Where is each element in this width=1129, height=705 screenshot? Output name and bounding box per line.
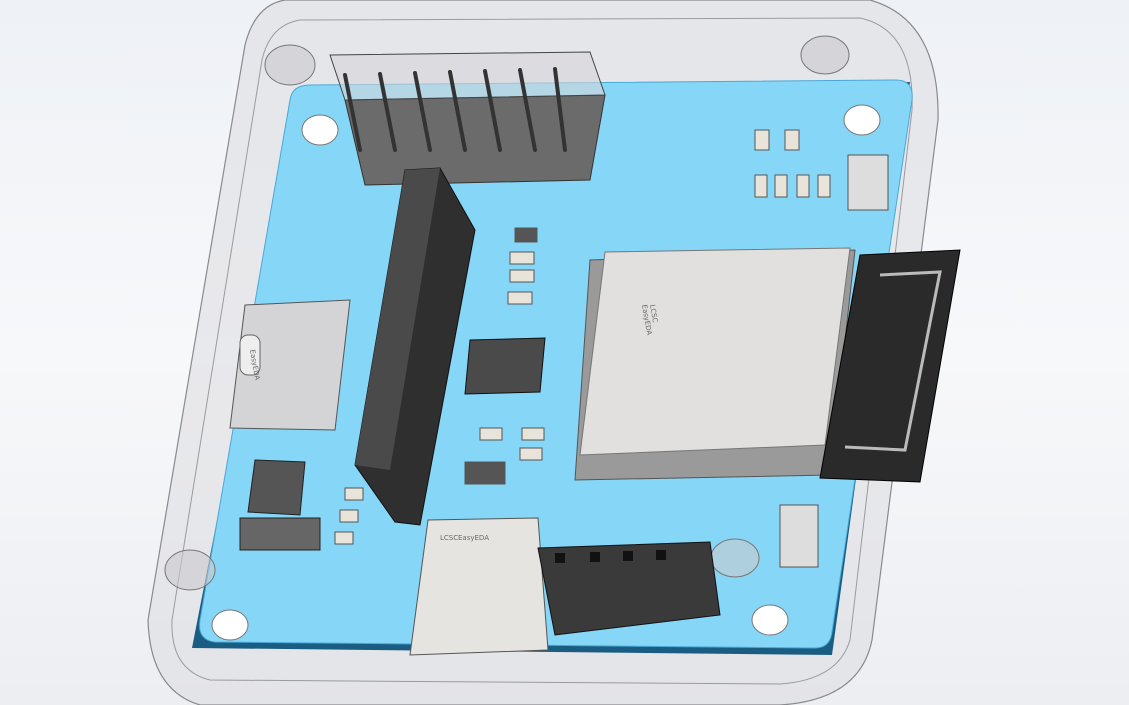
module-logo-line1: LCSC [648, 304, 659, 323]
usb-a-connector: LCSC EasyEDA [409, 517, 549, 656]
tact-buttons [779, 154, 889, 568]
pcb-board [192, 79, 913, 655]
mounting-holes [164, 35, 881, 641]
pin-header [329, 51, 606, 186]
pcb-antenna [819, 249, 961, 483]
usba-logo-line2: EasyEDA [458, 534, 489, 542]
soic-chip [464, 337, 546, 395]
esp-module: LCSC EasyEDA [574, 247, 856, 481]
female-header [537, 541, 721, 636]
voltage-regulator [239, 459, 321, 551]
usba-logo-line1: LCSC [440, 534, 458, 542]
female-socket-vertical [354, 167, 476, 526]
smd-components [334, 129, 831, 545]
usb-c-connector: EasyEDA [229, 299, 351, 431]
